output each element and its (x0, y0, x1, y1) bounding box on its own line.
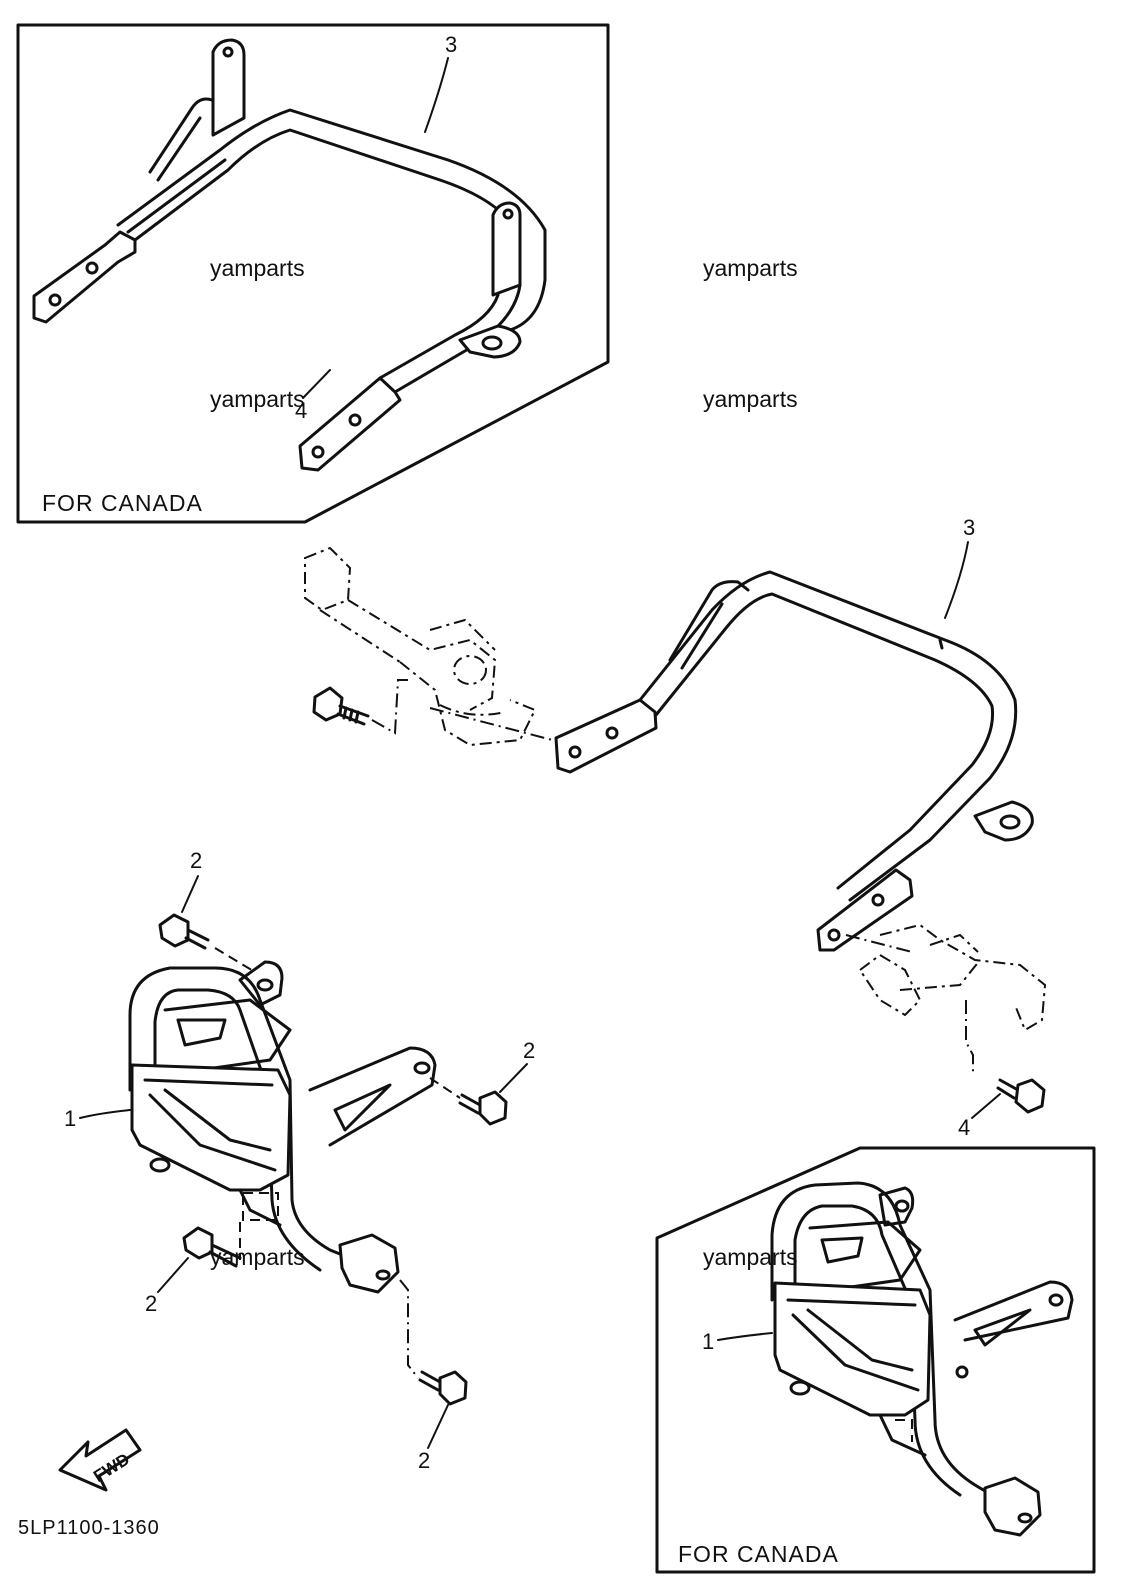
callout-3-inset: 3 (445, 32, 457, 57)
rear-carrier-canada-part (32, 38, 547, 472)
watermark: yamparts (210, 1244, 305, 1270)
watermark: yamparts (703, 255, 798, 281)
callout-3-main: 3 (963, 515, 975, 540)
bolt-2-lower-left (182, 1226, 242, 1268)
front-guard-canada-part (770, 1181, 1074, 1537)
callout-4-upper: 4 (295, 398, 307, 423)
inset-box-bottom (655, 1146, 1096, 1574)
inset-caption-bottom: FOR CANADA (678, 1541, 839, 1567)
callout-4-lower: 4 (958, 1115, 970, 1140)
inset-caption-top: FOR CANADA (42, 490, 203, 516)
callout-2-bottom: 2 (418, 1448, 430, 1473)
inset-box-top (16, 23, 610, 524)
bolt-4-upper (312, 686, 370, 726)
watermark: yamparts (210, 386, 305, 412)
callout-1-inset: 1 (702, 1329, 714, 1354)
watermark: yamparts (703, 386, 798, 412)
callout-2-left: 2 (145, 1291, 157, 1316)
front-guard-part (128, 913, 508, 1406)
bolt-2-bottom (418, 1370, 468, 1406)
bolt-4-lower (996, 1078, 1046, 1114)
fwd-label: FWD (90, 1449, 133, 1486)
bolt-2-right (458, 1090, 508, 1126)
callout-2-top: 2 (190, 848, 202, 873)
diagram-code: 5LP1100-1360 (18, 1517, 160, 1539)
callout-2-right: 2 (523, 1038, 535, 1063)
callout-1-main: 1 (64, 1106, 76, 1131)
watermark: yamparts (210, 255, 305, 281)
fwd-direction-arrow: FWD (58, 1428, 142, 1492)
rear-carrier-part (304, 546, 1047, 1114)
watermark: yamparts (703, 1244, 798, 1270)
bolt-2-upper (158, 913, 210, 950)
